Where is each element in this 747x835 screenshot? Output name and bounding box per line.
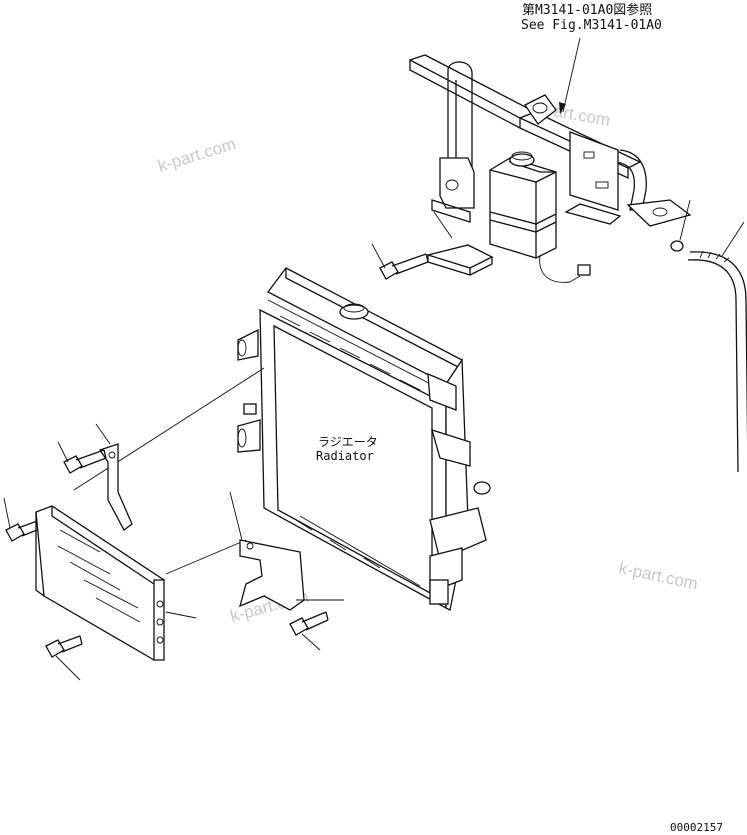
bolt-left	[3, 497, 43, 542]
hose	[687, 221, 747, 473]
drawing-number: 00002157	[670, 821, 723, 834]
bolt-top	[371, 243, 429, 280]
bolt-bottom-left	[45, 635, 83, 681]
tank-bracket	[425, 211, 494, 276]
radiator-label-english: Radiator	[316, 449, 374, 463]
watermark-1: k-part.com	[156, 134, 238, 176]
reference-arrow	[559, 37, 581, 114]
bolt-middle-left	[57, 441, 107, 474]
reference-note-english: See Fig.M3141-01A0	[521, 18, 662, 33]
leader-line-radiator	[73, 367, 265, 491]
reference-note-japanese: 第M3141-01A0図参照	[522, 2, 652, 18]
cooler-panel	[35, 505, 247, 662]
bracket-upper-left	[95, 423, 133, 531]
watermark-3: k-part.com	[617, 558, 699, 593]
hose-clamp	[670, 199, 691, 252]
radiator	[237, 267, 491, 611]
bracket-lower	[229, 491, 344, 611]
reservoir-tank	[489, 151, 591, 283]
upper-frame-assembly	[409, 54, 692, 227]
radiator-label-japanese: ラジエータ	[318, 435, 378, 449]
bolt-bottom-center	[289, 611, 329, 651]
